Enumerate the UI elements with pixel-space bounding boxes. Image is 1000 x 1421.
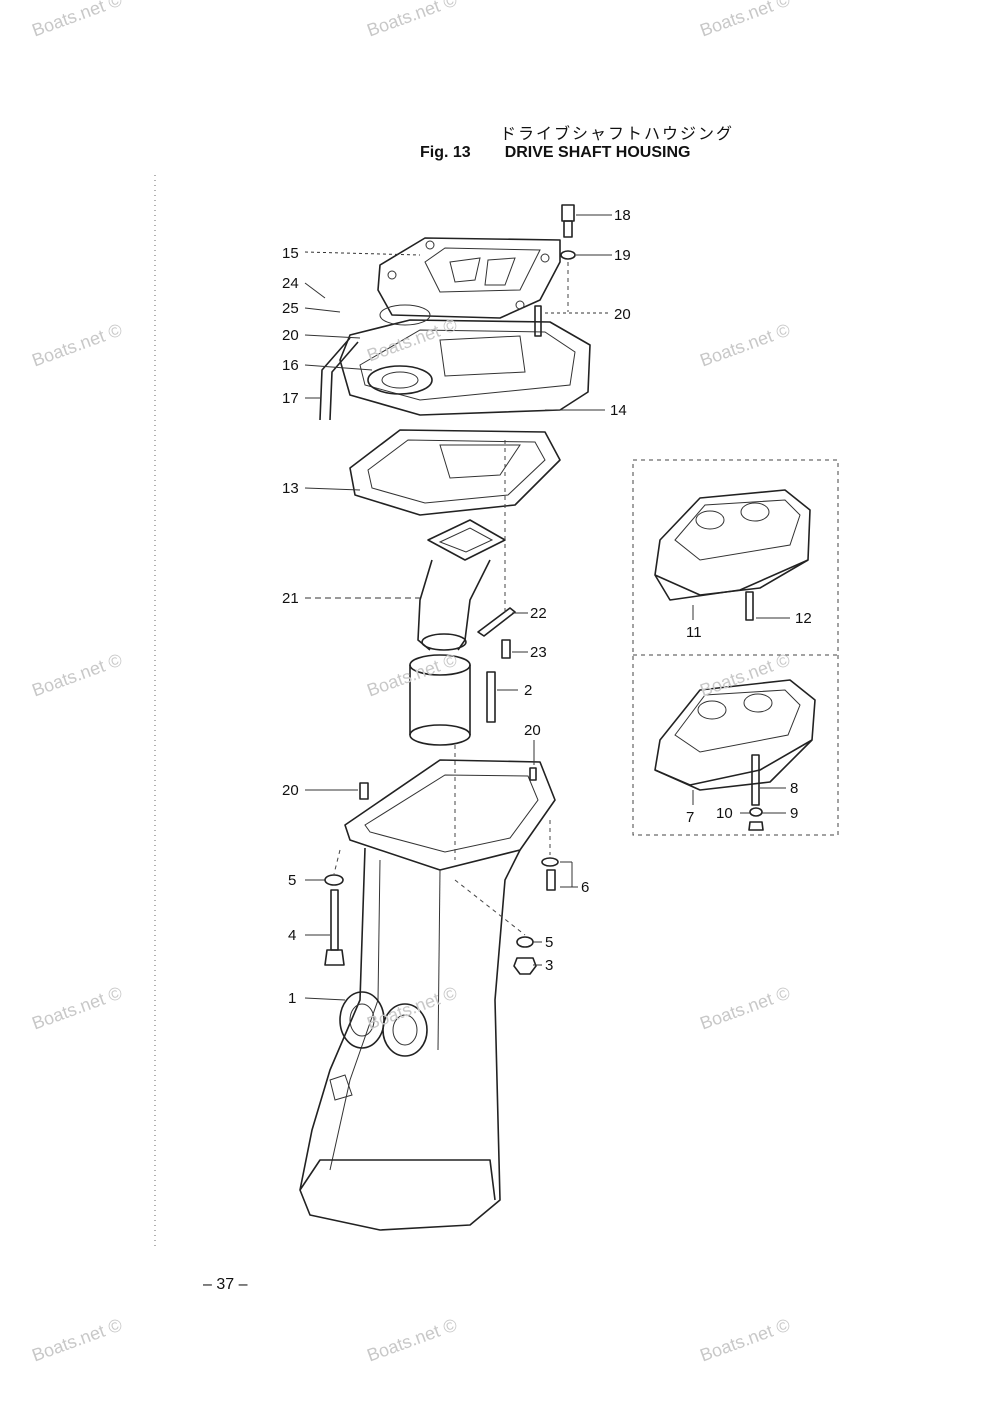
cover-plate-part [377,237,561,319]
part-label-12: 12 [795,610,812,627]
top-bolt-part [560,204,576,260]
title-japanese: ドライブシャフトハウジング [500,124,735,143]
figure-number: Fig. 13 [420,144,471,161]
exhaust-pipe-part [417,519,506,651]
part-label-5-left: 5 [288,872,296,889]
part-label-2: 2 [524,682,532,699]
leader-lines [304,214,790,1001]
upper-casing-part [319,304,591,421]
part-label-15: 15 [282,245,299,262]
part-label-11: 11 [686,624,702,641]
part-label-14: 14 [610,402,627,419]
figure-title: Fig. 13 DRIVE SHAFT HOUSING [420,144,690,162]
long-bolt-part [324,874,345,966]
part-label-20-mid: 20 [524,722,541,739]
part-label-13: 13 [282,480,299,497]
part-label-10: 10 [716,805,733,822]
drive-shaft-housing-part [299,759,556,1231]
part-label-4: 4 [288,927,296,944]
part-label-8: 8 [790,780,798,797]
part-label-16: 16 [282,357,299,374]
part-label-22: 22 [530,605,547,622]
stud-bolt-part [486,671,496,723]
part-label-24: 24 [282,275,299,292]
part-label-20: 20 [282,327,299,344]
part-label-3: 3 [545,957,553,974]
lower-pin-left [359,782,369,800]
part-label-20-lower: 20 [282,782,299,799]
inset-variant-box [632,459,839,836]
part-label-9: 9 [790,805,798,822]
part-label-23: 23 [530,644,547,661]
lower-pin-right [529,767,537,781]
page-number: – 37 – [203,1276,248,1293]
part-label-5-right: 5 [545,934,553,951]
gasket-part [349,429,561,516]
part-labels: 18 19 15 24 25 20 20 16 17 14 13 21 22 2… [282,207,812,1007]
clip-screw-part [477,607,516,659]
part-label-1: 1 [288,990,296,1007]
part-label-21: 21 [282,590,299,607]
part-label-17: 17 [282,390,299,407]
part-label-25: 25 [282,300,299,317]
dowel-pin-part [534,305,542,337]
part-label-6: 6 [581,879,589,896]
part-label-19: 19 [614,247,631,264]
part-label-20-upper-right: 20 [614,306,631,323]
part-label-18: 18 [614,207,631,224]
inner-tube-part [409,654,471,746]
figure-name: DRIVE SHAFT HOUSING [504,144,691,161]
part-label-7: 7 [686,809,694,826]
